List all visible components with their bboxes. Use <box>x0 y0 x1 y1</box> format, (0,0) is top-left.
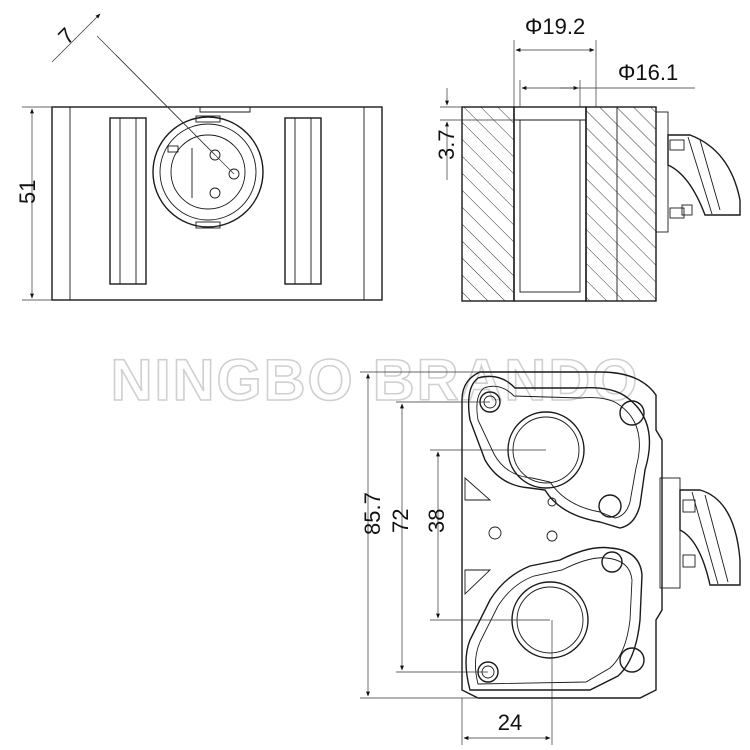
slot-right <box>284 117 322 285</box>
dim-overall-length: 85.7 <box>360 371 480 699</box>
dim-label-outer-diameter: Φ19.2 <box>525 14 585 39</box>
dim-pin-spacing: 7 <box>51 13 235 175</box>
dim-center-spacing: 38 <box>424 449 550 621</box>
watermark-text: NINGBO BRANDO <box>111 348 640 413</box>
dim-label-overall-length: 85.7 <box>360 492 385 535</box>
dim-height: 51 <box>15 106 52 301</box>
dim-hole-spacing: 72 <box>388 401 490 673</box>
connector-face <box>152 115 264 229</box>
section-view: Φ19.2 Φ16.1 3.7 <box>434 14 741 302</box>
bottom-side-connector <box>659 477 741 589</box>
side-connector <box>655 111 741 233</box>
dim-offset-width: 24 <box>461 620 553 745</box>
bottom-view: 85.7 72 38 24 <box>360 371 741 745</box>
front-view: 7 51 <box>15 13 383 301</box>
dim-inner-diameter: Φ16.1 <box>519 60 695 107</box>
dim-label-tube-offset: 3.7 <box>434 129 459 160</box>
dim-tube-offset: 3.7 <box>434 88 514 180</box>
dim-label-center-spacing: 38 <box>424 509 449 533</box>
dim-label-pin-spacing: 7 <box>53 23 79 49</box>
dim-label-inner-diameter: Φ16.1 <box>618 60 678 85</box>
bottom-plate <box>465 546 645 691</box>
dim-label-hole-spacing: 72 <box>388 509 413 533</box>
dim-label-offset-width: 24 <box>498 710 522 735</box>
slot-left <box>109 117 147 285</box>
dim-label-height: 51 <box>15 180 40 204</box>
dim-outer-diameter: Φ19.2 <box>513 14 597 107</box>
